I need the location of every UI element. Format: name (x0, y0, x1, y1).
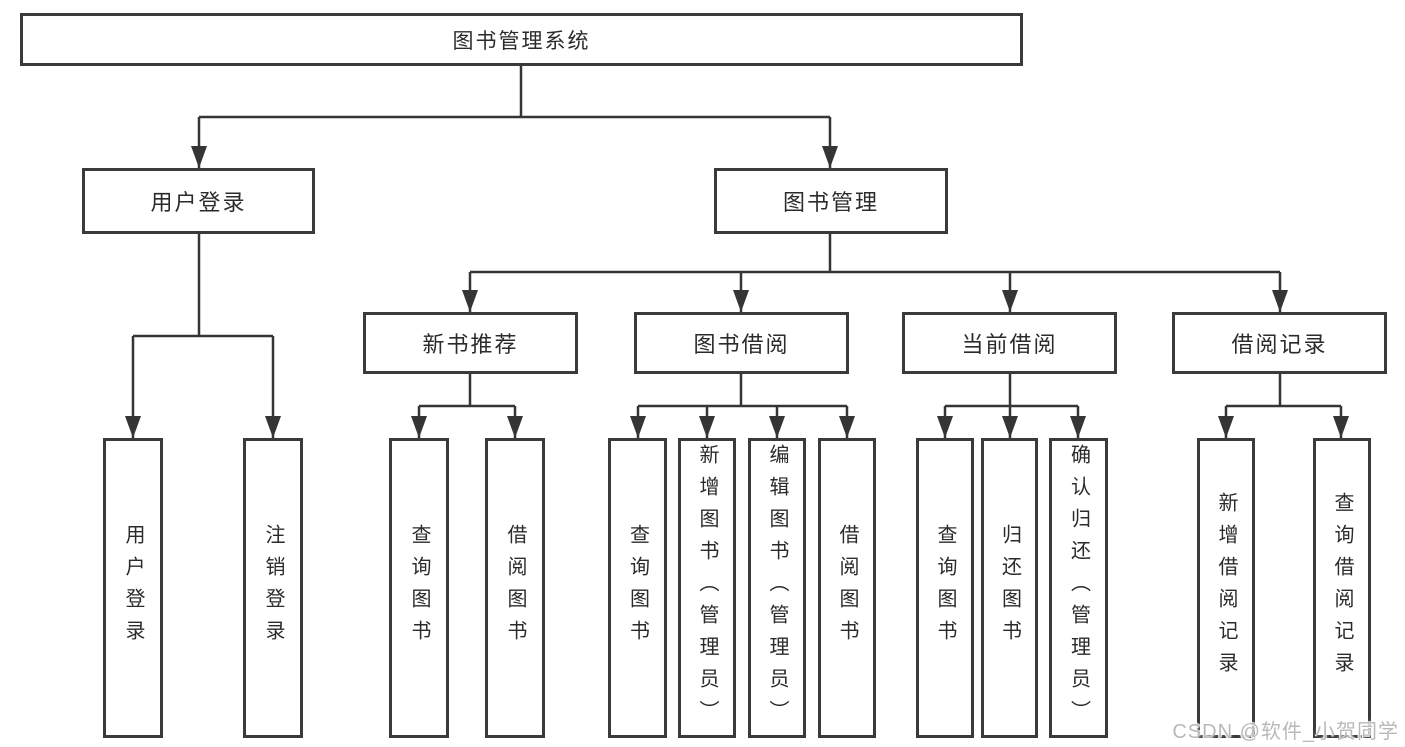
leaf-label: 新增借阅记录 (1215, 492, 1237, 684)
leaf-bb-borrow-books: 借阅图书 (818, 438, 876, 738)
leaf-user-login: 用户登录 (103, 438, 163, 738)
leaf-label: 用户登录 (122, 524, 144, 652)
leaf-nbr-borrow-books: 借阅图书 (485, 438, 545, 738)
node-label: 当前借阅 (961, 332, 1058, 357)
arrowhead (1218, 416, 1234, 438)
node-current-borrow: 当前借阅 (902, 312, 1117, 374)
leaf-cb-query-books: 查询图书 (916, 438, 974, 738)
node-label: 图书借阅 (693, 332, 790, 357)
leaf-nbr-query-books: 查询图书 (389, 438, 449, 738)
arrowhead (822, 146, 838, 168)
node-label: 图书管理系统 (452, 29, 591, 53)
leaf-label: 查询图书 (408, 524, 430, 652)
arrowhead (462, 290, 478, 312)
node-label: 图书管理 (782, 190, 879, 215)
leaf-cb-confirm-return-admin: 确认归还（管理员） (1049, 438, 1108, 738)
arrowhead (125, 416, 141, 438)
leaf-label: 借阅图书 (504, 524, 526, 652)
leaf-label: 注销登录 (262, 524, 284, 652)
leaf-label: 借阅图书 (836, 524, 858, 652)
node-label: 新书推荐 (422, 332, 519, 357)
node-library-management-system: 图书管理系统 (20, 13, 1023, 66)
leaf-br-add-record: 新增借阅记录 (1197, 438, 1255, 738)
node-new-book-recommend: 新书推荐 (363, 312, 578, 374)
arrowhead (769, 416, 785, 438)
arrowhead (839, 416, 855, 438)
leaf-logout: 注销登录 (243, 438, 303, 738)
arrowhead (1070, 416, 1086, 438)
arrowhead (699, 416, 715, 438)
leaf-label: 确认归还（管理员） (1067, 444, 1090, 732)
node-book-management: 图书管理 (714, 168, 948, 234)
leaf-br-query-record: 查询借阅记录 (1313, 438, 1371, 738)
leaf-label: 查询图书 (626, 524, 649, 652)
node-book-borrow: 图书借阅 (634, 312, 849, 374)
node-label: 用户登录 (150, 190, 247, 215)
arrowhead (733, 290, 749, 312)
leaf-cb-return-books: 归还图书 (981, 438, 1038, 738)
node-label: 借阅记录 (1231, 332, 1328, 357)
arrowhead (265, 416, 281, 438)
leaf-label: 归还图书 (998, 524, 1021, 652)
node-user-login: 用户登录 (82, 168, 315, 234)
leaf-label: 新增图书（管理员） (696, 444, 718, 732)
arrowhead (1272, 290, 1288, 312)
arrowhead (1002, 290, 1018, 312)
arrowhead (937, 416, 953, 438)
arrowhead (630, 416, 646, 438)
arrowhead (507, 416, 523, 438)
leaf-bb-query-books: 查询图书 (608, 438, 667, 738)
arrowhead (1002, 416, 1018, 438)
arrowhead (1333, 416, 1349, 438)
node-borrow-records: 借阅记录 (1172, 312, 1387, 374)
leaf-bb-add-book-admin: 新增图书（管理员） (678, 438, 736, 738)
leaf-label: 编辑图书（管理员） (766, 444, 788, 732)
arrowhead (411, 416, 427, 438)
watermark: CSDN @软件_小贺同学 (1172, 721, 1399, 743)
leaf-label: 查询借阅记录 (1331, 492, 1353, 684)
leaf-label: 查询图书 (934, 524, 956, 652)
leaf-bb-edit-book-admin: 编辑图书（管理员） (748, 438, 806, 738)
arrowhead (191, 146, 207, 168)
